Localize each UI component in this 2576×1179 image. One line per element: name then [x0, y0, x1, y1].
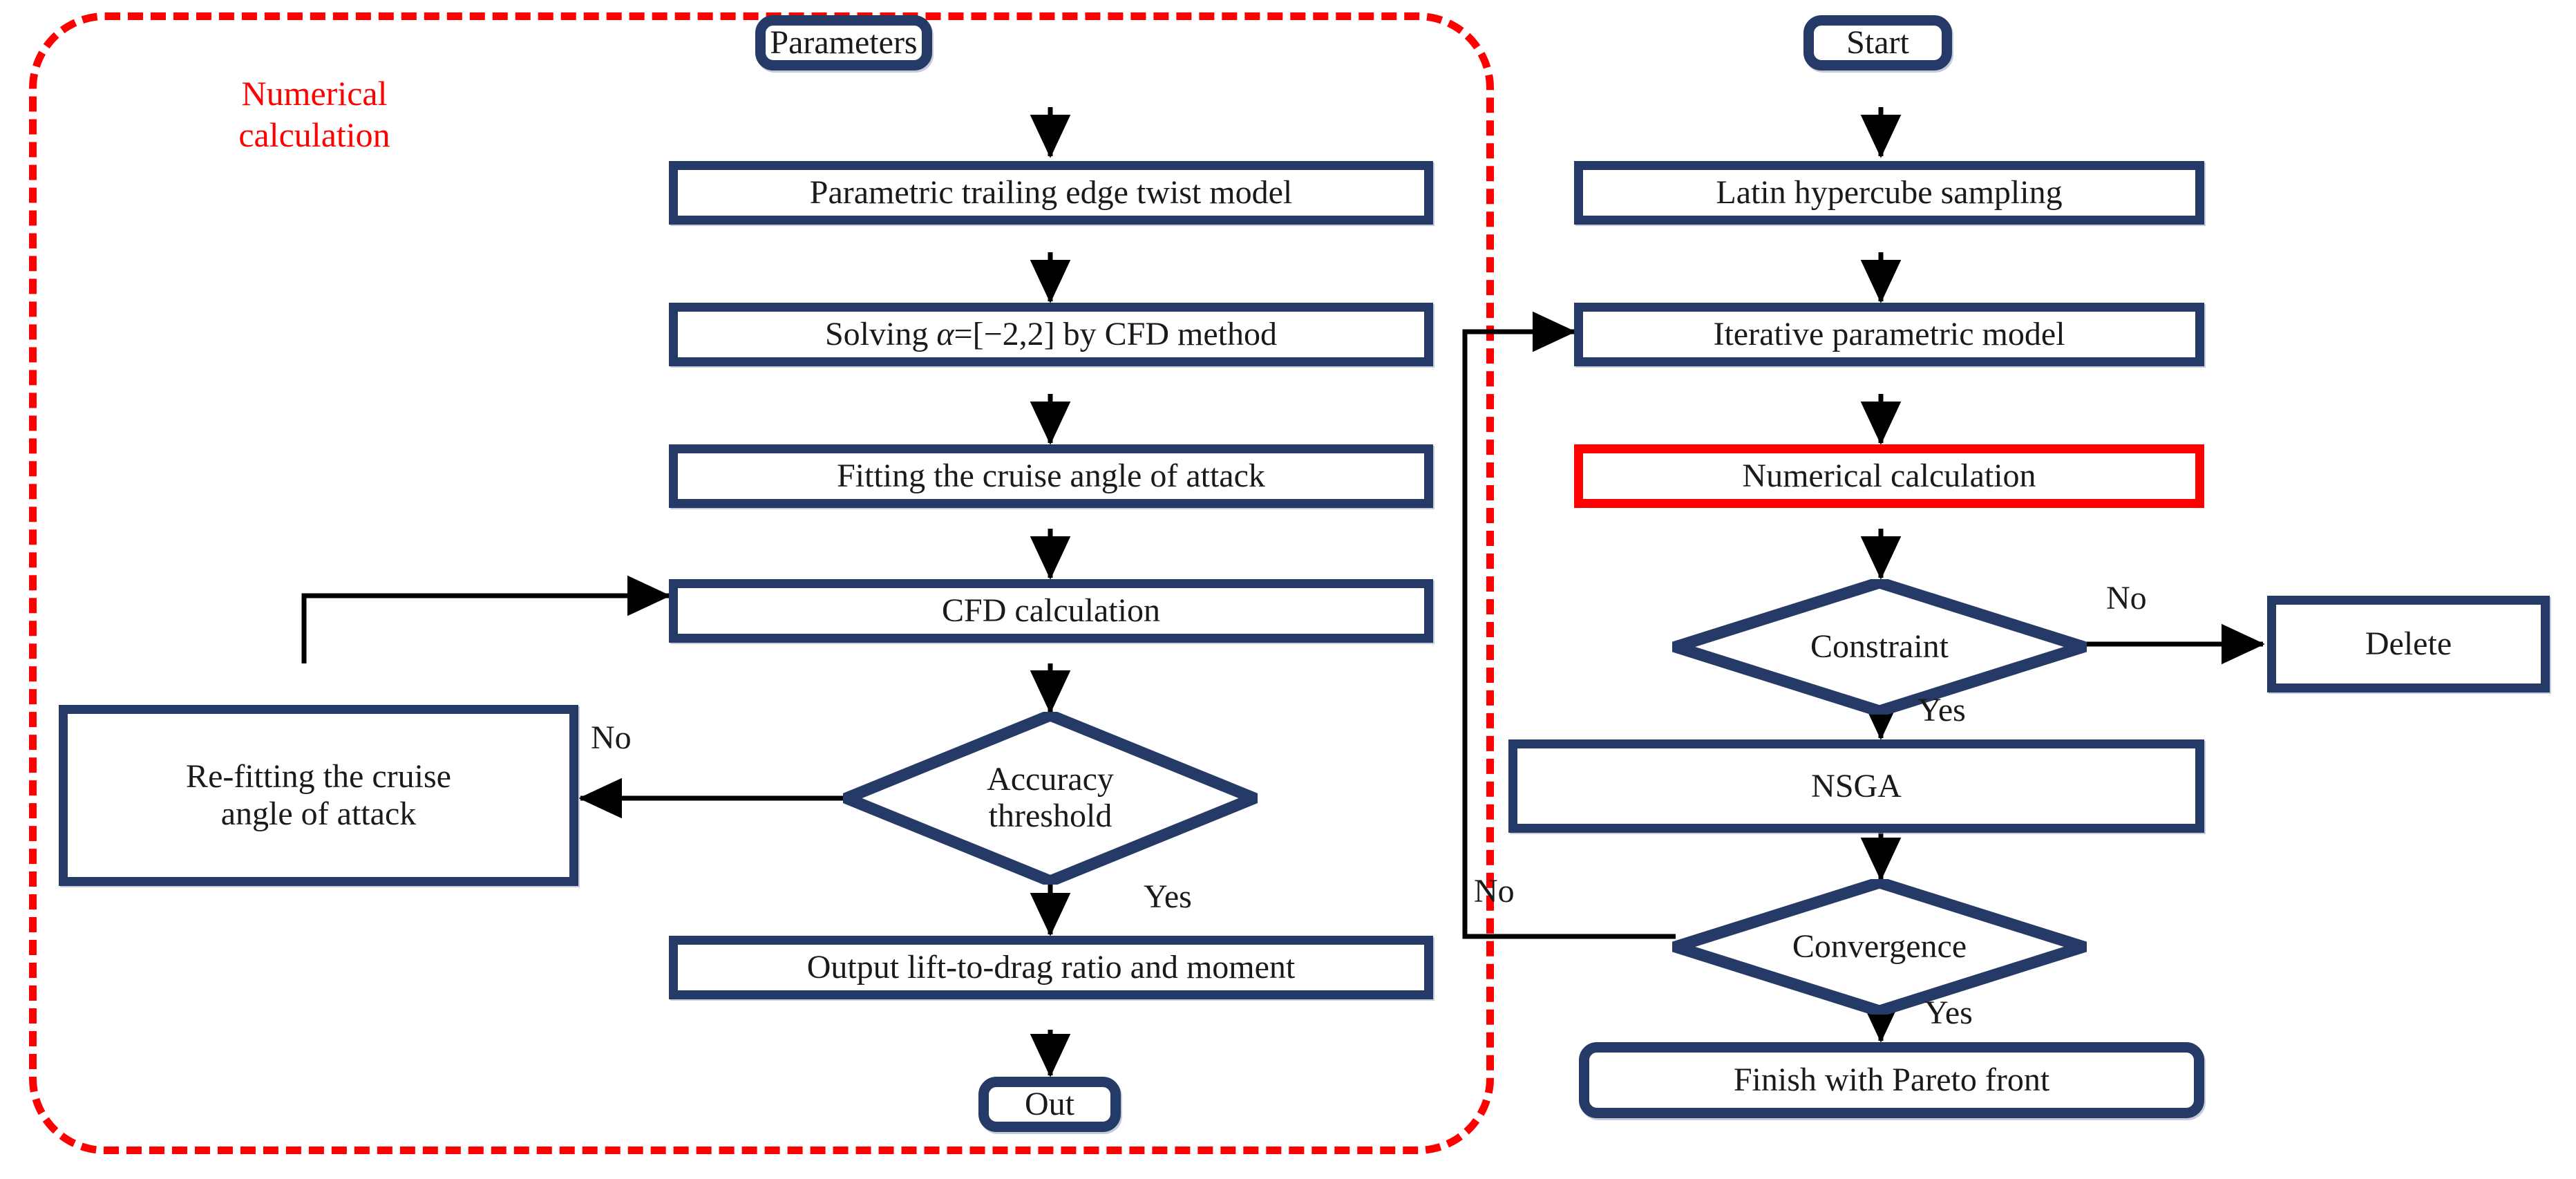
- node-solving-cfd[interactable]: Solving α=[−2,2] by CFD method: [669, 303, 1433, 366]
- node-numerical-calculation[interactable]: Numerical calculation: [1574, 444, 2204, 508]
- node-output-ratio[interactable]: Output lift-to-drag ratio and moment: [669, 936, 1433, 999]
- node-iterative-model[interactable]: Iterative parametric model: [1574, 303, 2204, 366]
- accuracy-threshold-shape: [843, 712, 1258, 885]
- numerical-calculation-group-label: Numerical calculation: [169, 73, 460, 155]
- node-cfd-calculation-label: CFD calculation: [942, 592, 1160, 630]
- node-parameters[interactable]: Parameters: [755, 15, 932, 70]
- node-convergence[interactable]: Convergence: [1672, 879, 2087, 1015]
- edge-label-constraint-yes: Yes: [1917, 692, 1966, 728]
- node-iterative-model-label: Iterative parametric model: [1713, 316, 2065, 353]
- node-start[interactable]: Start: [1803, 15, 1952, 70]
- accuracy-threshold-line-1: Accuracy: [987, 761, 1114, 798]
- node-output-ratio-label: Output lift-to-drag ratio and moment: [806, 949, 1296, 986]
- edge-label-accuracy-yes: Yes: [1144, 878, 1192, 915]
- edge-label-constraint-no: No: [2106, 580, 2147, 616]
- node-finish-pareto[interactable]: Finish with Pareto front: [1579, 1042, 2204, 1118]
- node-nsga-label: NSGA: [1811, 767, 1902, 804]
- node-delete[interactable]: Delete: [2267, 596, 2550, 692]
- node-latin-hypercube-label: Latin hypercube sampling: [1716, 174, 2063, 211]
- refitting-line-1: Re-fitting the cruise: [186, 758, 451, 795]
- node-twist-model[interactable]: Parametric trailing edge twist model: [669, 161, 1433, 225]
- node-cfd-calculation[interactable]: CFD calculation: [669, 579, 1433, 643]
- node-fitting-aoa-label: Fitting the cruise angle of attack: [837, 458, 1265, 495]
- node-finish-pareto-label: Finish with Pareto front: [1733, 1062, 2050, 1099]
- node-constraint[interactable]: Constraint: [1672, 579, 2087, 715]
- edge-label-convergence-yes: Yes: [1924, 994, 1973, 1031]
- node-delete-label: Delete: [2365, 625, 2452, 663]
- edge-convergence-no-to-iterative: [1462, 311, 1676, 939]
- edge-label-accuracy-no: No: [591, 719, 632, 756]
- node-accuracy-threshold-label: Accuracy threshold: [987, 761, 1114, 835]
- node-fitting-aoa[interactable]: Fitting the cruise angle of attack: [669, 444, 1433, 508]
- edge-label-convergence-no: No: [1474, 873, 1515, 909]
- group-label-line-2: calculation: [238, 115, 390, 154]
- node-latin-hypercube[interactable]: Latin hypercube sampling: [1574, 161, 2204, 225]
- node-out-label: Out: [1025, 1086, 1074, 1123]
- group-label-line-1: Numerical: [241, 74, 388, 113]
- node-constraint-label: Constraint: [1810, 628, 1949, 665]
- node-refitting-aoa[interactable]: Re-fitting the cruise angle of attack: [59, 705, 578, 886]
- accuracy-threshold-line-2: threshold: [988, 798, 1112, 834]
- node-out[interactable]: Out: [978, 1077, 1121, 1132]
- node-parameters-label: Parameters: [770, 24, 918, 62]
- refitting-line-2: angle of attack: [220, 795, 417, 832]
- node-refitting-aoa-label: Re-fitting the cruise angle of attack: [186, 758, 451, 833]
- convergence-shape: [1672, 879, 2087, 1015]
- node-solving-cfd-label: Solving α=[−2,2] by CFD method: [824, 316, 1278, 353]
- node-start-label: Start: [1846, 24, 1909, 62]
- node-convergence-label: Convergence: [1792, 927, 1967, 965]
- node-accuracy-threshold[interactable]: Accuracy threshold: [843, 712, 1258, 885]
- node-twist-model-label: Parametric trailing edge twist model: [809, 174, 1293, 211]
- constraint-shape: [1672, 579, 2087, 715]
- node-nsga[interactable]: NSGA: [1508, 739, 2204, 833]
- node-numerical-calculation-label: Numerical calculation: [1742, 458, 2036, 495]
